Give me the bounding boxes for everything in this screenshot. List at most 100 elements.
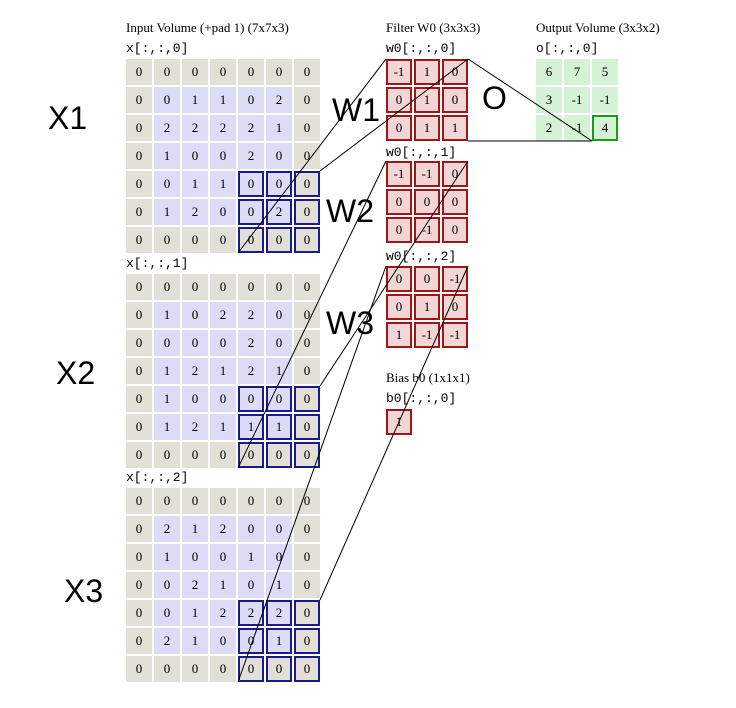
input-cell: 0 bbox=[294, 358, 320, 384]
input-cell: 1 bbox=[210, 87, 236, 113]
output-cell: 5 bbox=[592, 59, 618, 85]
input-cell: 1 bbox=[154, 143, 180, 169]
input-cell: 2 bbox=[154, 115, 180, 141]
input-cell: 1 bbox=[238, 544, 264, 570]
input-cell: 0 bbox=[210, 488, 236, 514]
input-cell: 0 bbox=[182, 488, 208, 514]
input-cell: 0 bbox=[210, 386, 236, 412]
input-cell: 0 bbox=[266, 171, 292, 197]
input-cell: 1 bbox=[210, 414, 236, 440]
input-cell: 0 bbox=[182, 656, 208, 682]
input-cell: 0 bbox=[210, 199, 236, 225]
output-cell: 6 bbox=[536, 59, 562, 85]
input-cell: 0 bbox=[210, 227, 236, 253]
output-cell: 2 bbox=[536, 115, 562, 141]
input-cell: 0 bbox=[126, 442, 152, 468]
input-cell: 1 bbox=[210, 358, 236, 384]
input-cell: 0 bbox=[294, 600, 320, 626]
input-cell: 0 bbox=[154, 59, 180, 85]
input-cell: 0 bbox=[154, 656, 180, 682]
input-cell: 0 bbox=[266, 59, 292, 85]
input-cell: 0 bbox=[154, 171, 180, 197]
filter-cell: 0 bbox=[442, 87, 468, 113]
input-cell: 2 bbox=[210, 600, 236, 626]
input-cell: 0 bbox=[294, 386, 320, 412]
input-cell: 2 bbox=[154, 516, 180, 542]
input-cell: 2 bbox=[182, 572, 208, 598]
input-cell: 0 bbox=[294, 274, 320, 300]
input-cell: 0 bbox=[154, 227, 180, 253]
input-cell: 0 bbox=[238, 59, 264, 85]
o-annotation: O bbox=[482, 80, 507, 116]
filter-cell: -1 bbox=[414, 217, 440, 243]
input-cell: 0 bbox=[126, 302, 152, 328]
input-cell: 2 bbox=[210, 302, 236, 328]
input-cell: 0 bbox=[210, 442, 236, 468]
input-cell: 0 bbox=[126, 544, 152, 570]
bias-title: Bias b0 (1x1x1) bbox=[386, 370, 470, 385]
filter-cell: 0 bbox=[386, 87, 412, 113]
input-cell: 0 bbox=[294, 414, 320, 440]
input-cell: 0 bbox=[182, 302, 208, 328]
input-cell: 0 bbox=[210, 628, 236, 654]
filter-cell: 0 bbox=[386, 294, 412, 320]
input-cell: 0 bbox=[294, 544, 320, 570]
input-cell: 2 bbox=[266, 199, 292, 225]
input-cell: 2 bbox=[266, 600, 292, 626]
input-cell: 1 bbox=[182, 628, 208, 654]
input-slice-label: x[:,:,0] bbox=[126, 41, 189, 56]
output-slice-label: o[:,:,0] bbox=[536, 41, 599, 56]
x2-annotation: X2 bbox=[56, 355, 96, 391]
input-cell: 0 bbox=[294, 572, 320, 598]
input-cell: 0 bbox=[294, 143, 320, 169]
filter-cell: 1 bbox=[442, 115, 468, 141]
input-cell: 0 bbox=[154, 274, 180, 300]
filter-cell: -1 bbox=[414, 161, 440, 187]
filter-slice-label: w0[:,:,1] bbox=[386, 145, 457, 160]
output-volume-title: Output Volume (3x3x2) bbox=[536, 20, 660, 35]
x1-annotation: X1 bbox=[48, 100, 88, 136]
input-cell: 0 bbox=[126, 488, 152, 514]
input-cell: 0 bbox=[154, 572, 180, 598]
input-cell: 0 bbox=[126, 572, 152, 598]
input-cell: 0 bbox=[266, 442, 292, 468]
rf-to-filter-line bbox=[319, 58, 469, 172]
input-cell: 0 bbox=[238, 572, 264, 598]
input-cell: 0 bbox=[238, 628, 264, 654]
output-cell: 3 bbox=[536, 87, 562, 113]
input-cell: 0 bbox=[294, 656, 320, 682]
input-cell: 0 bbox=[266, 274, 292, 300]
input-cell: 2 bbox=[238, 358, 264, 384]
filter-cell: 1 bbox=[414, 87, 440, 113]
input-cell: 0 bbox=[266, 302, 292, 328]
output-cell: 4 bbox=[592, 115, 618, 141]
input-cell: 1 bbox=[182, 171, 208, 197]
input-cell: 1 bbox=[238, 414, 264, 440]
input-cell: 0 bbox=[182, 386, 208, 412]
input-cell: 2 bbox=[238, 302, 264, 328]
input-cell: 2 bbox=[182, 414, 208, 440]
filter-cell: 0 bbox=[442, 217, 468, 243]
input-cell: 0 bbox=[210, 143, 236, 169]
input-cell: 1 bbox=[182, 600, 208, 626]
filter-cell: -1 bbox=[442, 322, 468, 348]
input-cell: 0 bbox=[126, 386, 152, 412]
input-cell: 1 bbox=[154, 358, 180, 384]
input-cell: 2 bbox=[182, 115, 208, 141]
input-cell: 0 bbox=[294, 87, 320, 113]
input-cell: 0 bbox=[238, 274, 264, 300]
input-cell: 0 bbox=[126, 628, 152, 654]
input-cell: 0 bbox=[238, 488, 264, 514]
filter-cell: -1 bbox=[386, 59, 412, 85]
input-cell: 0 bbox=[126, 414, 152, 440]
input-cell: 2 bbox=[238, 330, 264, 356]
filter-cell: 0 bbox=[386, 115, 412, 141]
filter-cell: 1 bbox=[414, 294, 440, 320]
input-cell: 0 bbox=[294, 628, 320, 654]
filter-cell: 1 bbox=[386, 322, 412, 348]
input-cell: 0 bbox=[126, 330, 152, 356]
input-cell: 0 bbox=[238, 656, 264, 682]
w2-annotation: W2 bbox=[326, 193, 374, 229]
input-cell: 0 bbox=[210, 59, 236, 85]
input-cell: 0 bbox=[182, 544, 208, 570]
